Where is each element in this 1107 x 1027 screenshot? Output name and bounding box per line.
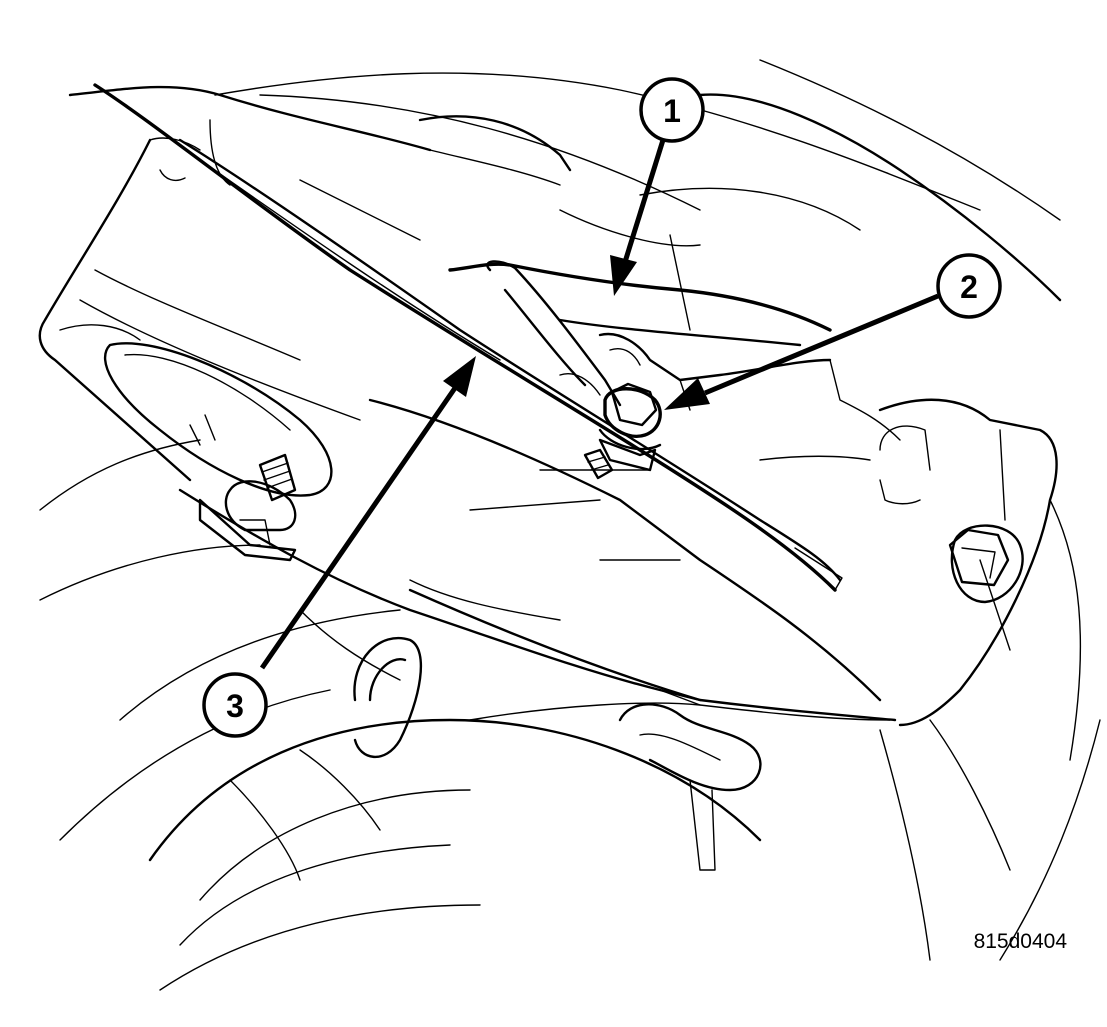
fastener-bracket (448, 260, 832, 407)
background-panel-lines (38, 59, 1101, 991)
callout-3-label: 3 (226, 688, 244, 724)
callout-2-label: 2 (960, 269, 978, 305)
callout-1-label: 1 (663, 93, 681, 129)
callout-2: 2 (936, 253, 1002, 319)
callout-1: 1 (639, 77, 705, 143)
figure-id-label: 815d0404 (973, 930, 1067, 953)
leader-lines (259, 139, 939, 670)
bolt-fastener (583, 382, 662, 480)
trim-panel-strip (93, 83, 843, 592)
callout-3: 3 (202, 672, 268, 738)
